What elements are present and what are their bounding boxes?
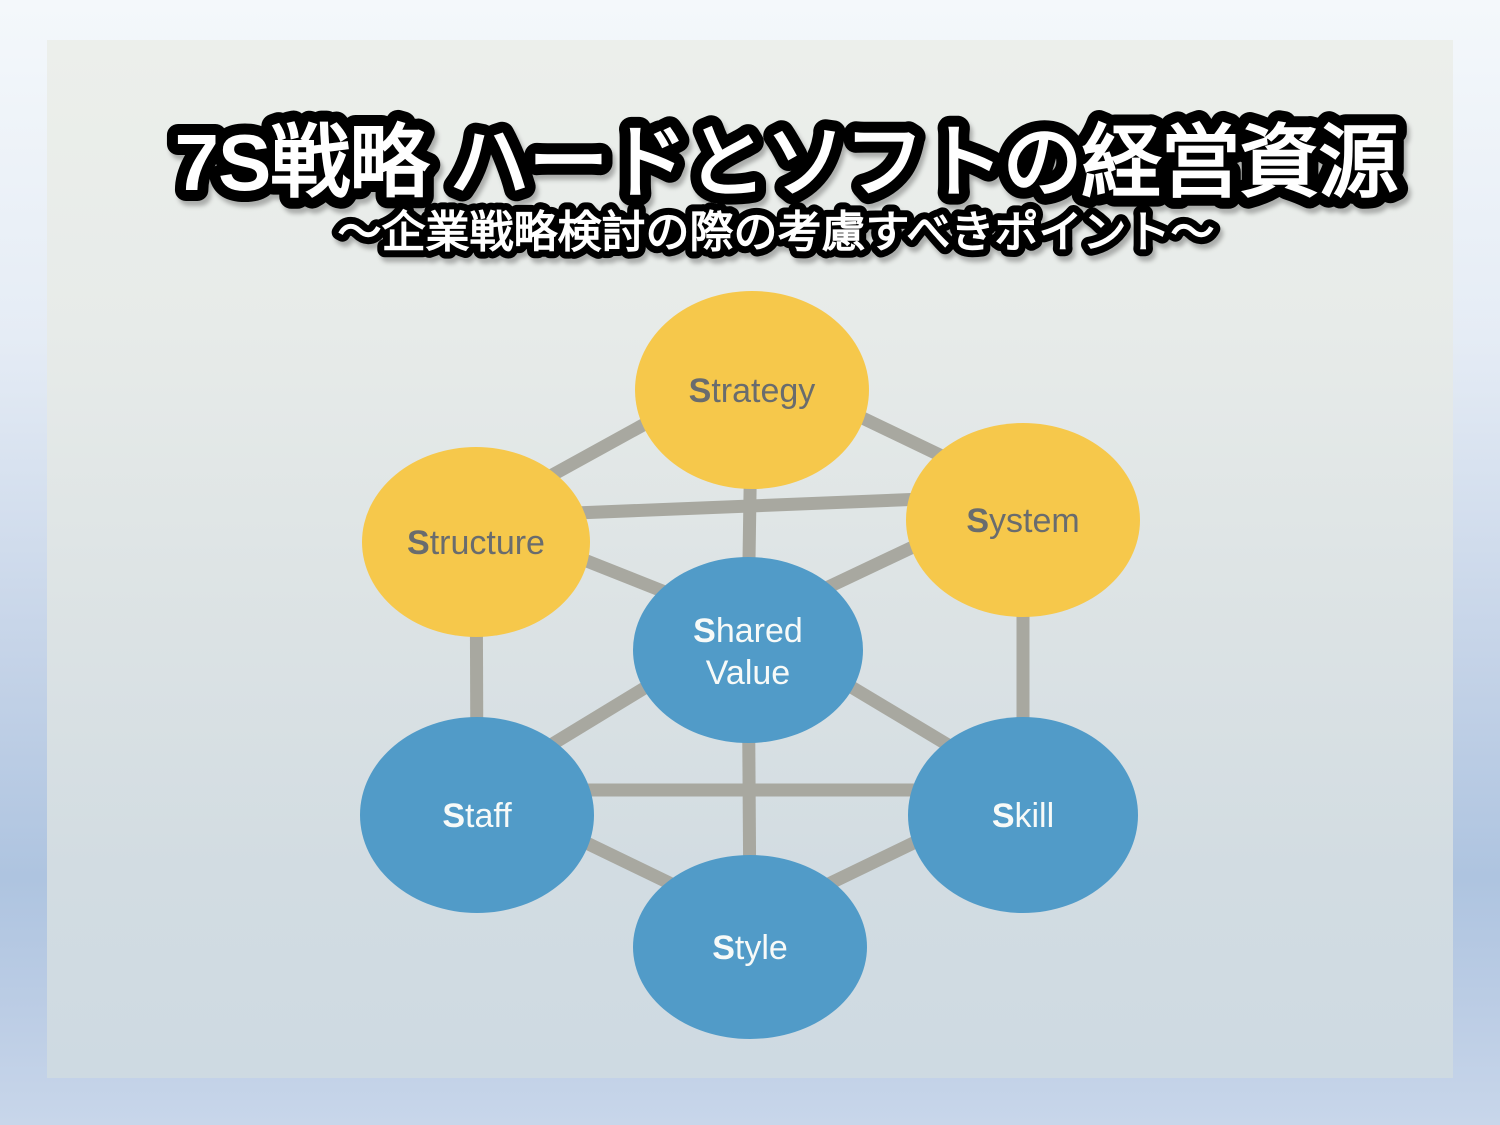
strategy-label-initial: S [689,372,712,410]
style-label: Style [712,929,788,967]
page-subtitle: ～企業戦略検討の際の考慮すべきポイント～ [338,208,1215,257]
page-title: 7S戦略 ハードとソフトの経営資源 [174,118,1398,207]
shared-value-label-line2: Value [706,654,790,692]
shared-value-label-rest: hared [716,612,803,650]
style-label-initial: S [712,929,735,967]
strategy-label: Strategy [689,372,816,410]
skill-circle [908,717,1138,913]
style-circle [633,855,867,1039]
system-circle [906,423,1140,617]
structure-label-rest: tructure [430,524,545,562]
hard-circles [362,291,1140,637]
soft-circles [360,557,1138,1039]
strategy-label-rest: trategy [711,372,815,410]
shared-value-circle [633,557,863,743]
structure-circle [362,447,590,637]
structure-label: Structure [407,524,545,562]
skill-label-rest: kill [1015,797,1055,835]
shared-value-label-initial: S [693,612,716,650]
structure-label-initial: S [407,524,430,562]
skill-label-initial: S [992,797,1015,835]
staff-label-initial: S [442,797,465,835]
style-label-rest: tyle [735,929,788,967]
system-label-initial: S [966,502,989,540]
node-labels: Strategy Structure System Shared Value S… [407,372,1080,967]
shared-value-label-line1: Shared [693,612,803,650]
staff-circle [360,717,594,913]
staff-label: Staff [442,797,512,835]
system-label: System [966,502,1079,540]
strategy-circle [635,291,869,489]
staff-label-rest: taff [465,797,512,835]
skill-label: Skill [992,797,1054,835]
system-label-rest: ystem [989,502,1080,540]
